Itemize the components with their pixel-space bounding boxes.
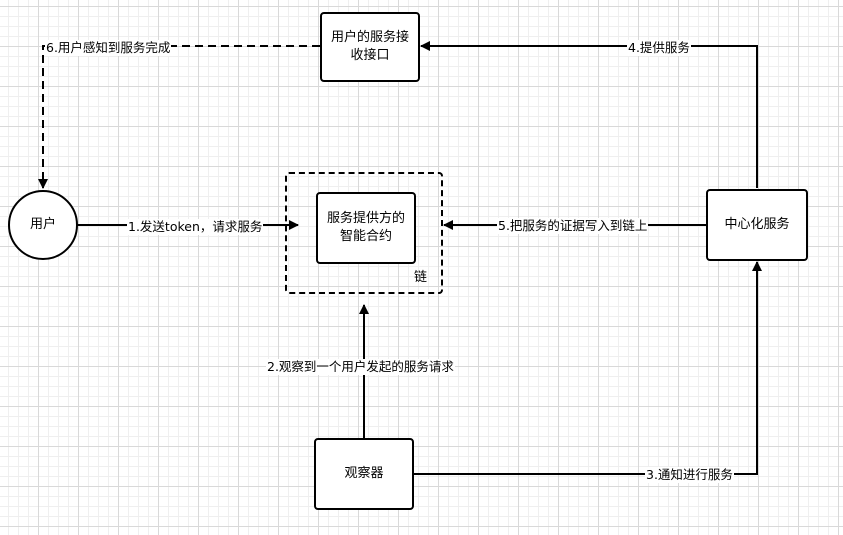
edge-1-label: 1.发送token，请求服务 bbox=[127, 219, 264, 235]
chain-group-label: 链 bbox=[413, 270, 427, 285]
edge-3-label: 3.通知进行服务 bbox=[645, 467, 734, 483]
user-label: 用户 bbox=[29, 217, 56, 232]
central-node: 中心化服务 bbox=[706, 189, 808, 261]
observer-label: 观察器 bbox=[344, 466, 384, 481]
edge-4-line bbox=[420, 41, 758, 188]
edge-6-line bbox=[38, 45, 320, 189]
central-label: 中心化服务 bbox=[724, 217, 790, 232]
contract-label: 服务提供方的智能合约 bbox=[326, 211, 405, 244]
receiver-node: 用户的服务接收接口 bbox=[320, 12, 420, 82]
edge-6-label: 6.用户感知到服务完成 bbox=[45, 40, 172, 56]
contract-node: 服务提供方的智能合约 bbox=[316, 192, 416, 264]
receiver-label: 用户的服务接收接口 bbox=[330, 30, 409, 63]
edge-2-label: 2.观察到一个用户发起的服务请求 bbox=[266, 359, 455, 375]
user-node: 用户 bbox=[8, 190, 78, 260]
edge-3-line bbox=[414, 261, 762, 475]
chain-group: 链 bbox=[285, 172, 443, 294]
edge-4-label: 4.提供服务 bbox=[627, 40, 691, 56]
edge-5-label: 5.把服务的证据写入到链上 bbox=[497, 218, 649, 234]
observer-node: 观察器 bbox=[314, 438, 414, 510]
